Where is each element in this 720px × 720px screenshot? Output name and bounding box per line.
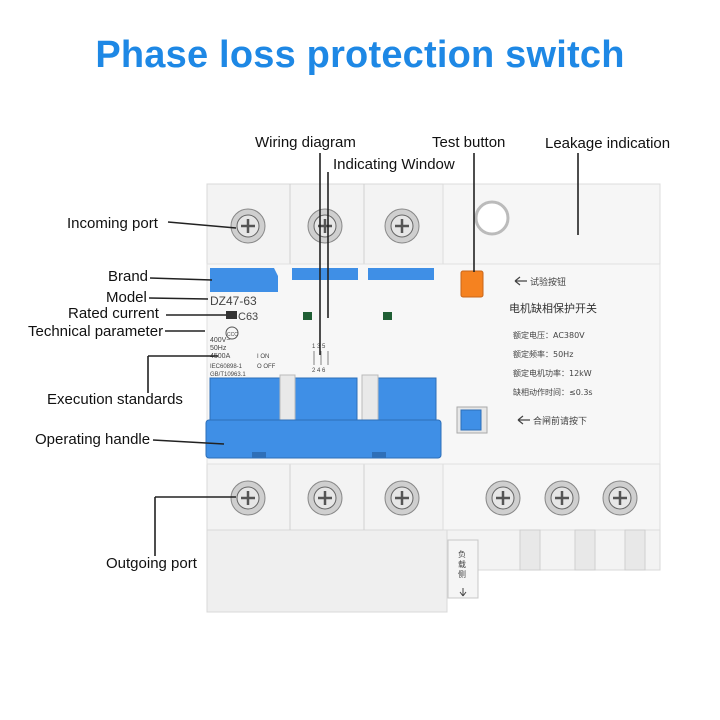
outgoing-screw <box>485 480 521 516</box>
outgoing-screw <box>230 480 266 516</box>
outgoing-screw <box>544 480 580 516</box>
leakage-indicator-hole <box>474 200 510 236</box>
wiring-diagram-bottom: 2 4 6 <box>312 368 326 374</box>
load-side-label: 负载侧 <box>458 549 466 579</box>
handle-lever <box>209 377 281 424</box>
current-text: C63 <box>238 311 258 323</box>
label-wiring-diagram: Wiring diagram <box>255 134 356 151</box>
indicating-window <box>303 312 312 320</box>
test-button-caption: 试验按钮 <box>530 276 566 288</box>
standard-text: IEC60898-1 <box>210 364 243 370</box>
tech-param: 4500A <box>210 353 231 360</box>
spec-line: 额定电机功率：12kW <box>513 368 592 378</box>
close-hint: 合闸前请按下 <box>533 415 587 427</box>
operating-handle-bar <box>205 419 442 459</box>
brand-label <box>210 268 278 292</box>
reset-button <box>460 409 482 431</box>
handle-lever <box>294 377 358 424</box>
off-label: O OFF <box>257 364 276 370</box>
ccc-mark: CCC <box>227 332 238 338</box>
page-title: Phase loss protection switch <box>95 34 625 76</box>
test-button <box>460 270 484 298</box>
label-test-button: Test button <box>432 134 506 151</box>
breaker-base <box>206 529 448 613</box>
label-execution-standards: Execution standards <box>47 391 183 408</box>
label-outgoing-port: Outgoing port <box>106 555 197 572</box>
model-text: DZ47-63 <box>210 294 257 308</box>
label-brand: Brand <box>108 268 149 285</box>
indicating-window <box>383 312 392 320</box>
wiring-diagram-top: 1 3 5 <box>312 344 326 350</box>
label-operating-handle: Operating handle <box>35 431 151 448</box>
tech-param: 400V~ <box>210 337 230 344</box>
label-incoming-port: Incoming port <box>67 215 158 232</box>
incoming-screw <box>230 208 266 244</box>
spec-line: 缺相动作时间：≤0.3s <box>513 387 593 397</box>
outgoing-screw <box>384 480 420 516</box>
label-model: Model <box>106 289 147 306</box>
label-rated-current: Rated current <box>68 305 159 322</box>
module-title: 电机缺相保护开关 <box>509 301 597 315</box>
label-leakage-indication: Leakage indication <box>545 135 671 152</box>
standard-text: GB/T10963.1 <box>210 372 246 378</box>
incoming-screw <box>307 208 343 244</box>
on-label: I ON <box>257 354 269 360</box>
incoming-screw <box>384 208 420 244</box>
tech-param: 50Hz <box>210 345 227 352</box>
spec-line: 额定频率：50Hz <box>513 349 573 359</box>
callout-lines <box>147 153 579 556</box>
pole-label <box>368 268 434 280</box>
outgoing-screw <box>307 480 343 516</box>
outgoing-screw <box>602 480 638 516</box>
handle-lever <box>377 377 437 424</box>
label-technical-parameter: Technical parameter <box>28 323 164 340</box>
spec-line: 额定电压：AC380V <box>513 330 585 340</box>
pole-label <box>292 268 358 280</box>
label-indicating-window: Indicating Window <box>333 156 455 173</box>
